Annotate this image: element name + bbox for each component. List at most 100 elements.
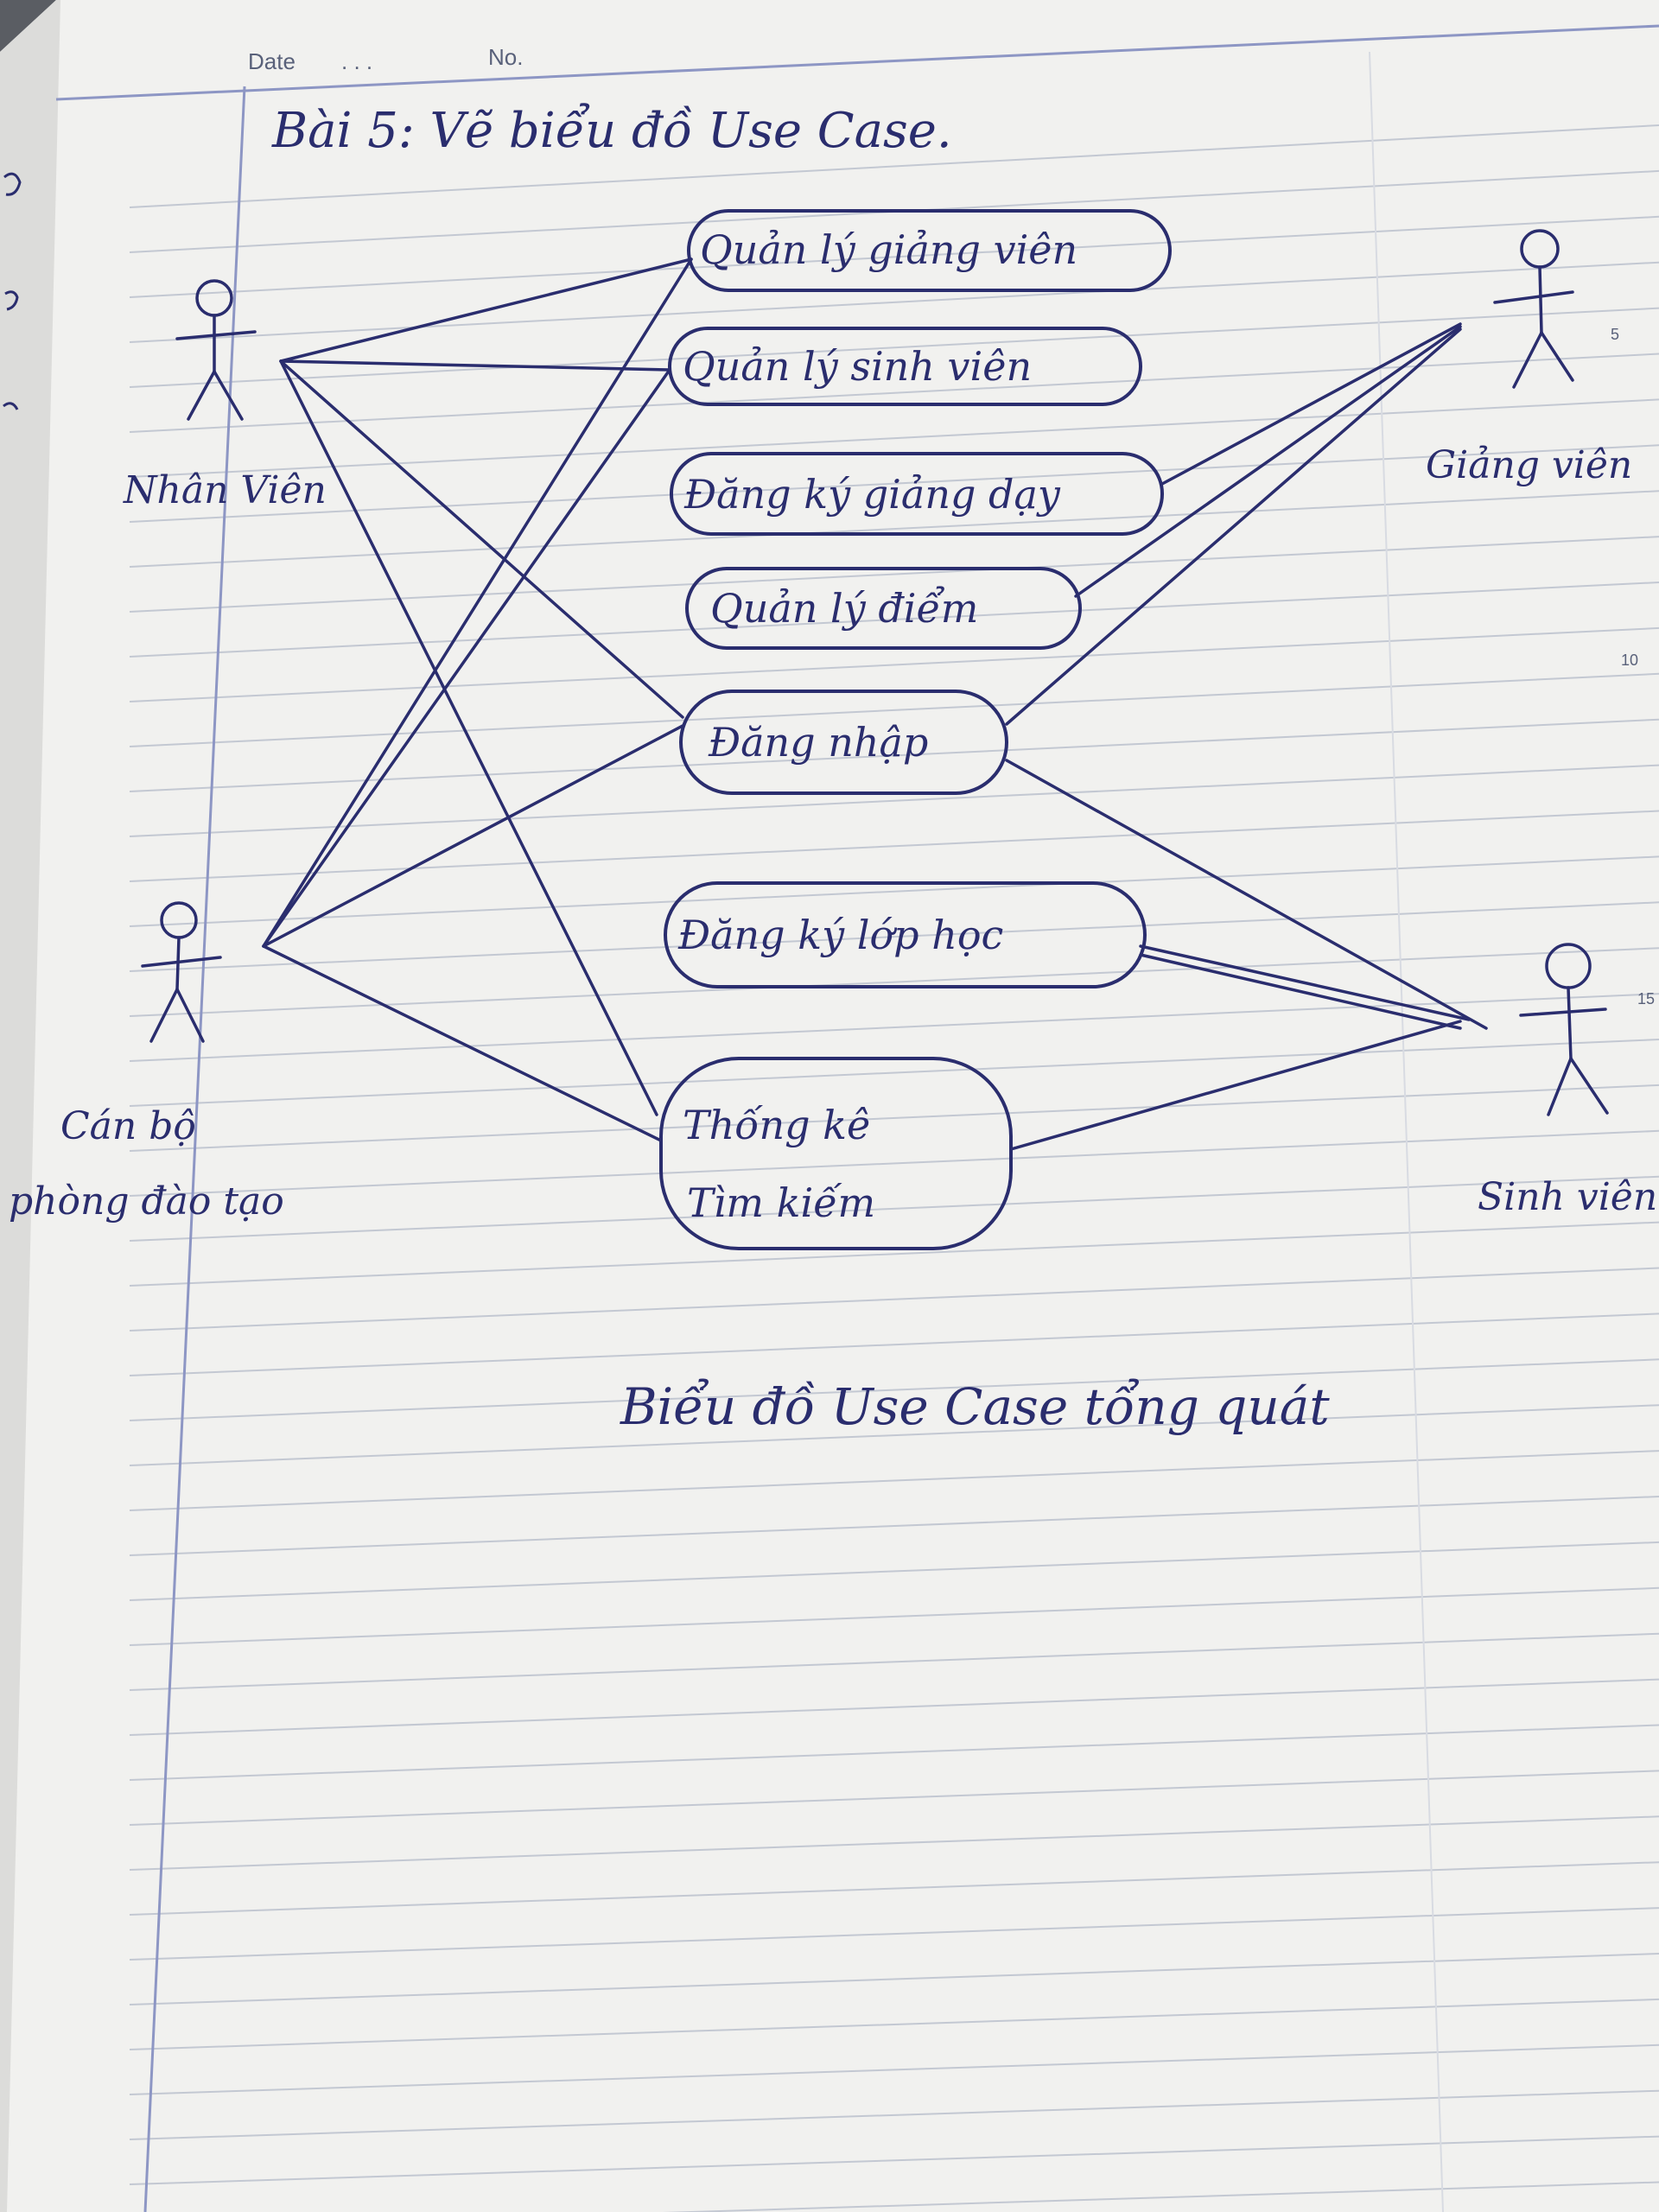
diagram-caption: Biểu đồ Use Case tổng quát — [620, 1377, 1330, 1436]
usecase-quanlydiem-shape — [685, 567, 1082, 650]
ruled-line — [129, 261, 1659, 343]
assoc-canbo-quanlygiangvien — [262, 257, 693, 948]
margin-line — [143, 86, 246, 2212]
actor-labels: Nhân Viên Cán bộ phòng đào tạo Giảng viê… — [9, 443, 1657, 1224]
actor-giangvien-label: Giảng viên — [1426, 443, 1632, 487]
assoc-nhanvien-thongke — [279, 359, 658, 1116]
actor-figures — [141, 229, 1609, 1116]
margin-number-10: 10 — [1621, 652, 1638, 669]
assoc-giangvien-dangkygiangday — [1160, 322, 1462, 486]
assoc-canbo-dangnhap — [262, 724, 684, 948]
ruled-line — [129, 1496, 1659, 1556]
usecase-quanlysinhvien-shape — [668, 327, 1142, 406]
usecase-dangkygiangday-shape — [670, 452, 1164, 536]
assoc-nhanvien-quanlysinhvien — [279, 359, 671, 372]
ruled-line — [129, 1861, 1659, 1916]
usecase-dangnhap-shape — [679, 690, 1008, 795]
ruled-line — [129, 398, 1659, 478]
header-rule — [55, 24, 1659, 101]
date-dots: . . . — [341, 48, 372, 74]
ruled-line — [129, 1586, 1659, 1646]
actor-nhanvien-figure — [175, 279, 257, 421]
ruled-line — [129, 1632, 1659, 1691]
usecase-quanlygiangvien-label: Quản lý giảng viên — [700, 226, 1077, 273]
actor-canbo-label-2: phòng đào tạo — [9, 1179, 284, 1224]
assoc-nhanvien-dangnhap — [279, 359, 684, 719]
ruled-line — [129, 1358, 1659, 1421]
ruled-line — [129, 582, 1659, 658]
date-label: Date — [248, 48, 296, 74]
use-case-shapes — [659, 209, 1172, 1250]
usecase-quanlygiangvien-shape — [687, 209, 1172, 292]
ruled-line — [129, 490, 1659, 568]
facing-page-scraps — [3, 172, 22, 410]
ruled-line — [129, 810, 1659, 882]
ruled-line — [129, 1084, 1659, 1152]
ruled-line — [129, 307, 1659, 388]
ruled-line — [129, 1678, 1659, 1736]
ruled-line — [129, 2135, 1659, 2185]
ruled-line — [129, 444, 1659, 523]
ruled-line — [129, 764, 1659, 837]
actor-sinhvien-figure — [1519, 943, 1609, 1116]
assoc-sinhvien-dangkylophoc-2 — [1139, 953, 1462, 1030]
no-label: No. — [488, 44, 523, 70]
assoc-nhanvien-quanlygiangvien — [279, 257, 693, 363]
ruled-line — [129, 855, 1659, 927]
assoc-canbo-quanlysinhvien — [262, 368, 671, 948]
assoc-sinhvien-dangkylophoc — [1139, 944, 1471, 1021]
usecase-thongke-label-2: Tìm kiếm — [687, 1179, 875, 1226]
ruled-line — [129, 536, 1659, 613]
ruled-line — [129, 1267, 1659, 1332]
usecase-dangkylophoc-label: Đăng ký lớp học — [677, 912, 1003, 958]
ruled-line — [663, 2181, 1659, 2212]
ruled-line — [129, 1815, 1659, 1871]
right-margin-line — [1369, 51, 1444, 2212]
margin-number-5: 5 — [1611, 326, 1619, 343]
associations — [262, 257, 1488, 1151]
assoc-canbo-thongke — [262, 944, 663, 1142]
ruled-line — [129, 1724, 1659, 1781]
ruled-line — [129, 215, 1659, 298]
ruled-line — [129, 1313, 1659, 1376]
ruled-line — [129, 124, 1659, 208]
ruled-line — [129, 1221, 1659, 1287]
assoc-sinhvien-thongke — [1009, 1020, 1462, 1151]
actor-canbo-figure — [141, 901, 222, 1043]
actor-canbo-label-1: Cán bộ — [60, 1104, 196, 1148]
use-case-labels: Quản lý giảng viên Quản lý sinh viên Đăn… — [677, 226, 1077, 1226]
actor-nhanvien-label: Nhân Viên — [123, 468, 327, 512]
ruled-line — [129, 1129, 1659, 1197]
usecase-thongke-shape — [659, 1057, 1013, 1250]
usecase-quanlydiem-label: Quản lý điểm — [710, 585, 978, 632]
usecase-thongke-label-1: Thống kê — [683, 1102, 870, 1148]
exercise-title: Bài 5: Vẽ biểu đồ Use Case. — [271, 103, 952, 159]
ruled-line — [129, 2089, 1659, 2140]
ruled-line — [129, 672, 1659, 747]
margin-number-15: 15 — [1637, 990, 1655, 1007]
page-edge-shadow — [0, 0, 60, 2212]
actor-giangvien-figure — [1493, 229, 1574, 389]
usecase-dangkygiangday-label: Đăng ký giảng dạy — [683, 471, 1061, 518]
ruled-line — [129, 1175, 1659, 1242]
assoc-sinhvien-dangnhap — [1005, 759, 1488, 1030]
ruled-line — [129, 1998, 1659, 2050]
ruled-line — [129, 1907, 1659, 1961]
ruled-line — [129, 626, 1659, 702]
usecase-quanlysinhvien-label: Quản lý sinh viên — [683, 343, 1032, 390]
ruled-line — [129, 1404, 1659, 1466]
ruled-line — [129, 1450, 1659, 1511]
ruled-line — [129, 2044, 1659, 2095]
assoc-giangvien-quanlydiem — [1074, 325, 1462, 598]
ruled-line — [129, 901, 1659, 972]
actor-sinhvien-label: Sinh viên — [1478, 1175, 1657, 1219]
usecase-dangkylophoc-shape — [664, 881, 1147, 988]
ruled-line — [129, 1770, 1659, 1826]
ruled-line — [129, 718, 1659, 792]
ruled-line — [129, 1541, 1659, 1601]
assoc-giangvien-dangnhap — [1005, 327, 1462, 726]
usecase-dangnhap-label: Đăng nhập — [708, 719, 928, 766]
ruled-line — [129, 1953, 1659, 2005]
